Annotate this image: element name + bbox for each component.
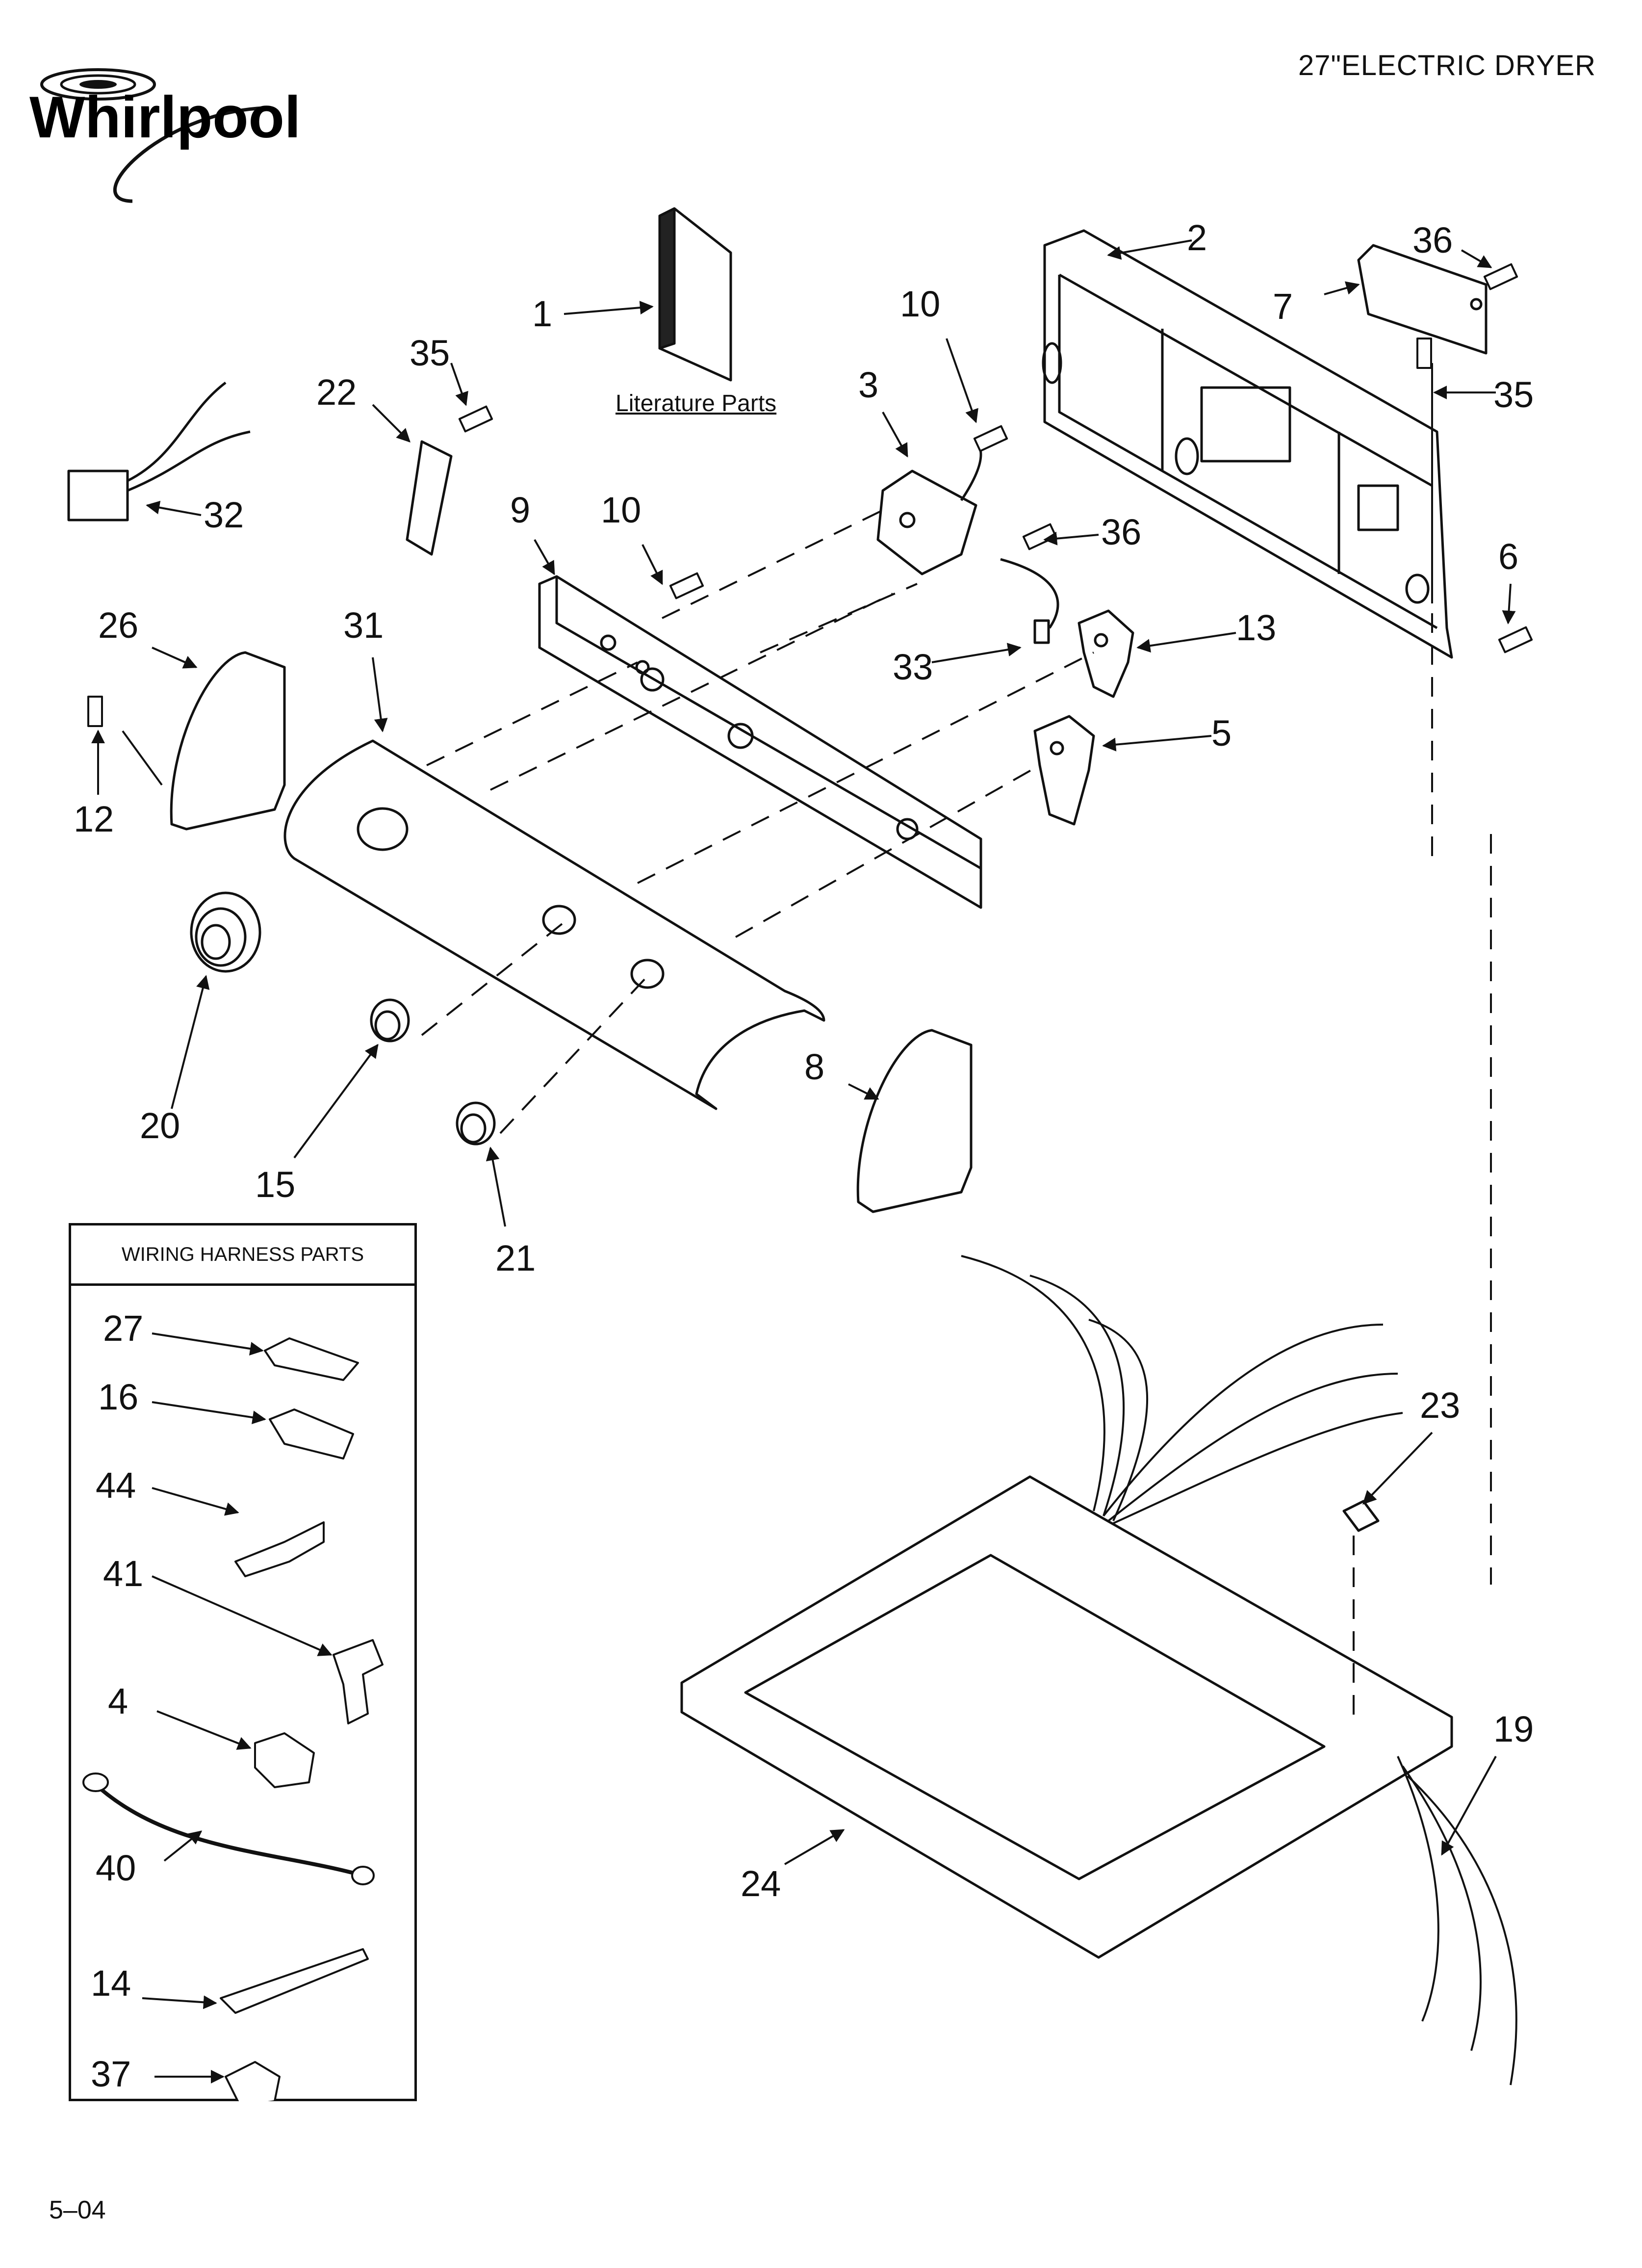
- wire-33: [1000, 558, 1059, 629]
- callout-16: 16: [98, 1377, 138, 1417]
- cable-tie-14: [220, 1948, 369, 2014]
- callout-24: 24: [741, 1863, 781, 1904]
- callout-3: 3: [858, 365, 878, 405]
- callout-44: 44: [96, 1465, 136, 1506]
- connector-16: [269, 1408, 354, 1460]
- screw-group: [87, 263, 1533, 727]
- callout-20: 20: [140, 1105, 180, 1146]
- model-title: 27"ELECTRIC DRYER: [1298, 50, 1596, 81]
- callout-33: 33: [893, 647, 933, 687]
- callout-19: 19: [1493, 1709, 1534, 1749]
- callout-9: 9: [510, 490, 530, 530]
- wiring-harness-19: [961, 1255, 1517, 2086]
- connector-27: [264, 1337, 359, 1381]
- callout-1: 1: [532, 293, 552, 334]
- callout-14: 14: [91, 1963, 131, 2004]
- page-code: 5–04: [49, 2196, 106, 2224]
- wire-40: [92, 1781, 364, 1877]
- rear-control-panel-part: [1042, 229, 1453, 659]
- whirlpool-logo: Whirlpool: [29, 68, 301, 203]
- callout-36a: 36: [1412, 220, 1453, 261]
- wiring-harness-title: WIRING HARNESS PARTS: [71, 1225, 414, 1286]
- callout-13: 13: [1236, 607, 1276, 648]
- terminal-44: [234, 1521, 325, 1577]
- timer-part: [876, 441, 982, 575]
- brand-wordmark: Whirlpool: [29, 84, 301, 150]
- callout-31: 31: [343, 605, 384, 646]
- callout-37: 37: [91, 2054, 131, 2094]
- console-rail-part: [538, 575, 982, 909]
- switch-part-5: [1033, 715, 1095, 826]
- callout-40: 40: [96, 1848, 136, 1888]
- callout-4: 4: [108, 1681, 128, 1721]
- callout-21: 21: [495, 1238, 536, 1278]
- callout-10a: 10: [900, 284, 940, 324]
- end-cap-part-26: [170, 651, 286, 831]
- callout-36b: 36: [1101, 512, 1141, 552]
- wiring-harness-box: WIRING HARNESS PARTS: [69, 1223, 417, 2101]
- bracket-part: [1357, 244, 1488, 355]
- callout-35a: 35: [410, 333, 450, 373]
- callout-41: 41: [103, 1553, 143, 1594]
- callout-22: 22: [316, 372, 357, 413]
- console-panel-part: [283, 739, 825, 1110]
- callout-15: 15: [255, 1164, 295, 1205]
- callout-12: 12: [74, 799, 114, 839]
- literature-parts-label: Literature Parts: [616, 391, 777, 417]
- wiring-harness-parts: 27 16 44 41 4 40 14 37: [82, 1308, 384, 2101]
- callout-8: 8: [804, 1046, 824, 1087]
- callout-7: 7: [1273, 286, 1293, 327]
- callout-32: 32: [204, 495, 244, 535]
- clip-part: [1342, 1500, 1380, 1532]
- callout-35b: 35: [1493, 374, 1534, 415]
- hinge-part: [406, 440, 453, 556]
- top-panel-part: [680, 1475, 1453, 1959]
- literature-book-part: [658, 207, 732, 382]
- callout-26: 26: [98, 605, 138, 646]
- callout-2: 2: [1187, 217, 1207, 258]
- callout-10b: 10: [601, 490, 641, 530]
- switch-part-13: [1078, 609, 1134, 698]
- callout-5: 5: [1211, 713, 1232, 754]
- connector-4: [254, 1732, 315, 1788]
- callout-27: 27: [103, 1308, 143, 1349]
- callout-23: 23: [1420, 1385, 1460, 1426]
- callout-6: 6: [1498, 536, 1518, 577]
- knob-part-21: [456, 1101, 496, 1146]
- clip-37: [225, 2061, 281, 2101]
- knob-part-15: [370, 998, 410, 1043]
- harness-part-32: [67, 382, 251, 521]
- clip-41: [333, 1639, 384, 1724]
- knob-part-20: [190, 891, 261, 973]
- end-cap-part-8: [856, 1029, 973, 1213]
